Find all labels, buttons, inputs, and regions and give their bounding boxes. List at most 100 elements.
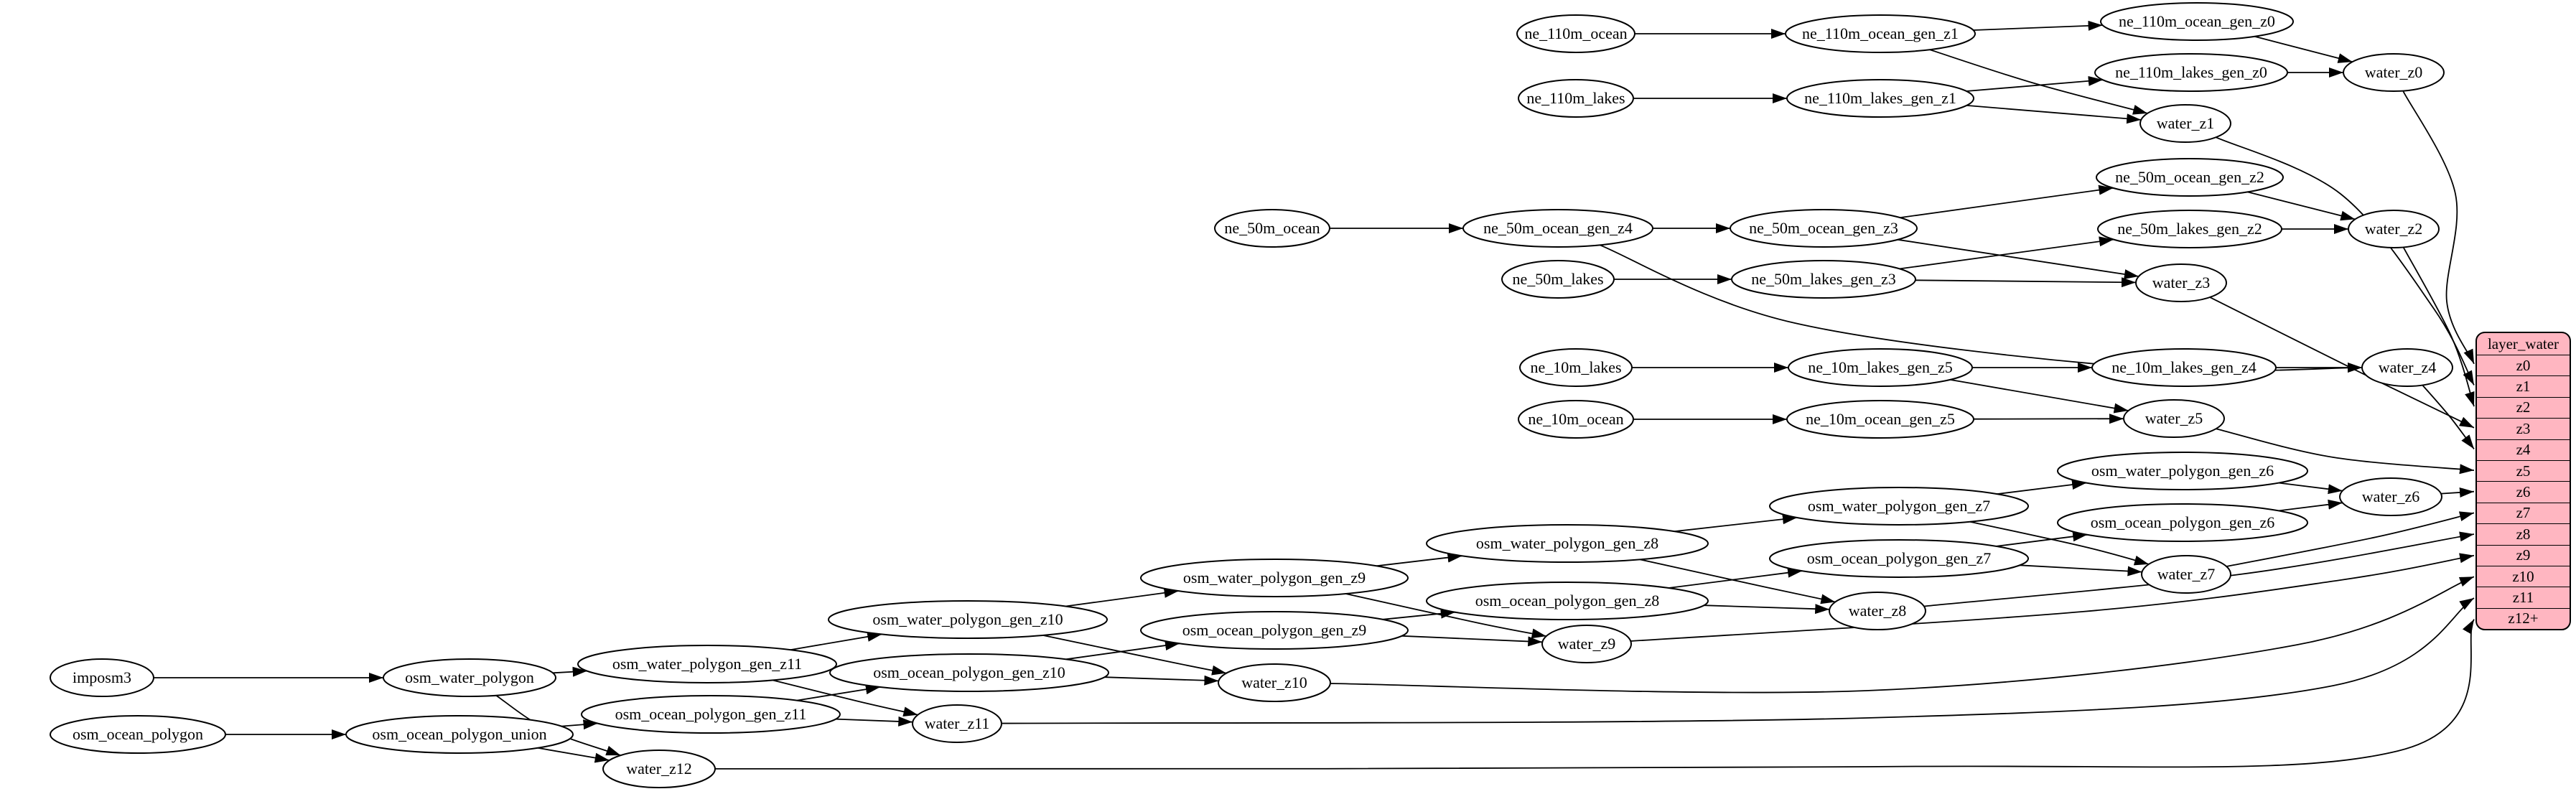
edge-osm_ocean_polygon_gen_z11-water_z11 [836,716,913,727]
node-water_z9: water_z9 [1541,625,1632,663]
node-ne_10m_ocean: ne_10m_ocean [1518,400,1634,439]
node-label-ne_10m_lakes: ne_10m_lakes [1530,358,1621,376]
node-ellipse-ne_50m_ocean_gen_z4 [1462,209,1653,248]
node-ellipse-osm_ocean_polygon [50,715,226,754]
node-ellipse-ne_10m_lakes_gen_z4 [2091,348,2277,387]
node-label-water_z6: water_z6 [2362,487,2420,505]
node-water_z10: water_z10 [1218,663,1331,702]
node-ne_110m_lakes_gen_z1: ne_110m_lakes_gen_z1 [1786,79,1974,118]
node-label-osm_ocean_polygon_gen_z7: osm_ocean_polygon_gen_z7 [1807,549,1992,567]
node-water_z6: water_z6 [2339,477,2442,516]
edge-osm_ocean_polygon_gen_z8-water_z8 [1704,604,1830,615]
node-ellipse-ne_110m_lakes_gen_z1 [1786,79,1974,118]
node-osm_ocean_polygon_gen_z9: osm_ocean_polygon_gen_z9 [1140,611,1409,650]
node-label-ne_110m_ocean_gen_z0: ne_110m_ocean_gen_z0 [2119,12,2275,30]
edge-water_z2-z2 [2402,246,2475,407]
node-ellipse-water_z4 [2361,348,2453,387]
edge-osm_water_polygon_gen_z8-osm_water_polygon_gen_z7 [1674,514,1798,533]
edge-water_z10-z10 [1330,576,2475,694]
node-ne_110m_lakes: ne_110m_lakes [1518,79,1634,118]
node-label-ne_50m_ocean_gen_z3: ne_50m_ocean_gen_z3 [1749,219,1898,237]
edge-water_z0-z0 [2402,90,2475,365]
node-osm_water_polygon_gen_z8: osm_water_polygon_gen_z8 [1426,524,1709,563]
node-label-osm_ocean_polygon_union: osm_ocean_polygon_union [372,725,546,743]
edge-osm_ocean_polygon_gen_z6-water_z6 [2278,499,2343,512]
edge-water_z11-z11 [1001,597,2475,724]
node-ellipse-ne_10m_ocean [1518,400,1634,439]
node-ellipse-osm_water_polygon_gen_z8 [1426,524,1709,563]
node-label-ne_110m_ocean_gen_z1: ne_110m_ocean_gen_z1 [1802,24,1959,42]
node-label-water_z9: water_z9 [1558,635,1616,653]
edge-water_z9-z9 [1630,553,2475,642]
node-ellipse-osm_ocean_polygon_gen_z10 [829,653,1109,692]
node-osm_water_polygon_gen_z9: osm_water_polygon_gen_z9 [1140,559,1409,597]
edge-osm_water_polygon_gen_z11-water_z11 [772,679,918,717]
node-ellipse-ne_110m_lakes [1518,79,1634,118]
node-water_z0: water_z0 [2343,53,2445,92]
node-ne_110m_ocean_gen_z1: ne_110m_ocean_gen_z1 [1785,14,1976,53]
node-ellipse-ne_50m_ocean_gen_z3 [1730,209,1918,248]
node-label-water_z5: water_z5 [2145,409,2203,427]
node-water_z11: water_z11 [912,704,1002,743]
node-osm_water_polygon_gen_z10: osm_water_polygon_gen_z10 [828,600,1108,639]
node-ne_50m_ocean_gen_z4: ne_50m_ocean_gen_z4 [1462,209,1653,248]
node-ne_10m_lakes_gen_z5: ne_10m_lakes_gen_z5 [1788,348,1973,387]
node-ellipse-water_z3 [2135,263,2227,302]
node-label-water_z12: water_z12 [626,760,692,778]
node-label-osm_water_polygon_gen_z7: osm_water_polygon_gen_z7 [1808,497,1990,515]
node-water_z12: water_z12 [602,750,716,788]
node-ellipse-ne_10m_lakes [1519,348,1633,387]
edge-ne_10m_lakes_gen_z5-water_z5 [1950,379,2129,414]
node-label-ne_110m_lakes_gen_z0: ne_110m_lakes_gen_z0 [2115,63,2267,81]
node-label-osm_water_polygon_gen_z6: osm_water_polygon_gen_z6 [2091,462,2274,480]
edge-osm_water_polygon_gen_z9-osm_water_polygon_gen_z8 [1376,552,1462,567]
node-ellipse-water_z10 [1218,663,1331,702]
node-ne_110m_ocean_gen_z0: ne_110m_ocean_gen_z0 [2100,2,2294,41]
edge-osm_water_polygon_gen_z8-water_z8 [1639,559,1836,604]
edge-osm_water_polygon_gen_z7-osm_water_polygon_gen_z6 [1997,480,2087,495]
edge-osm_water_polygon-osm_water_polygon_gen_z11 [552,666,587,677]
node-ellipse-water_z12 [602,750,716,788]
edge-water_z6-z6 [2440,487,2475,498]
node-ellipse-osm_water_polygon_gen_z6 [2057,452,2308,490]
edge-ne_50m_ocean_gen_z3-ne_50m_ocean_gen_z2 [1900,185,2114,218]
edge-osm_ocean_polygon_gen_z11-osm_ocean_polygon_gen_z10 [797,684,881,701]
table-row-z5: z5 [2477,459,2570,481]
node-label-water_z1: water_z1 [2157,114,2215,132]
node-label-ne_10m_lakes_gen_z4: ne_10m_lakes_gen_z4 [2111,358,2257,376]
node-label-water_z8: water_z8 [1849,602,1907,620]
node-ellipse-ne_110m_ocean_gen_z0 [2100,2,2294,41]
node-ellipse-ne_50m_lakes [1501,260,1615,299]
node-ne_50m_lakes_gen_z3: ne_50m_lakes_gen_z3 [1731,260,1916,299]
node-ellipse-water_z6 [2339,477,2442,516]
edge-ne_50m_ocean_gen_z3-water_z3 [1898,238,2139,279]
node-label-water_z2: water_z2 [2365,220,2423,238]
edge-water_z5-z5 [2216,428,2475,475]
node-label-ne_50m_ocean: ne_50m_ocean [1224,219,1320,237]
node-label-ne_10m_lakes_gen_z5: ne_10m_lakes_gen_z5 [1808,358,1953,376]
node-ellipse-ne_10m_lakes_gen_z5 [1788,348,1973,387]
edge-ne_50m_lakes_gen_z3-ne_50m_lakes_gen_z2 [1899,236,2114,270]
table-row-z4: z4 [2477,439,2570,460]
edge-water_z3-z3 [2209,297,2475,429]
node-label-imposm3: imposm3 [73,668,131,686]
node-water_z3: water_z3 [2135,263,2227,302]
node-osm_ocean_polygon_gen_z10: osm_ocean_polygon_gen_z10 [829,653,1109,692]
node-label-osm_ocean_polygon_gen_z11: osm_ocean_polygon_gen_z11 [615,705,807,723]
node-water_z7: water_z7 [2141,555,2231,594]
edge-osm_water_polygon_gen_z11-osm_water_polygon_gen_z10 [790,631,882,650]
edge-water_z8-z8 [1923,531,2475,607]
table-row-z12+: z12+ [2477,607,2570,629]
node-ellipse-osm_water_polygon_gen_z11 [577,645,837,683]
node-osm_ocean_polygon_gen_z8: osm_ocean_polygon_gen_z8 [1426,582,1709,620]
node-osm_water_polygon_gen_z6: osm_water_polygon_gen_z6 [2057,452,2308,490]
table-row-z9: z9 [2477,544,2570,566]
edge-ne_110m_ocean_gen_z1-water_z1 [1929,49,2148,115]
node-label-ne_110m_lakes_gen_z1: ne_110m_lakes_gen_z1 [1804,89,1956,107]
node-ellipse-ne_50m_lakes_gen_z2 [2097,210,2282,248]
edge-osm_water_polygon_gen_z10-water_z10 [1042,635,1227,676]
node-osm_ocean_polygon_gen_z11: osm_ocean_polygon_gen_z11 [581,695,841,734]
table-row-z3: z3 [2477,418,2570,439]
